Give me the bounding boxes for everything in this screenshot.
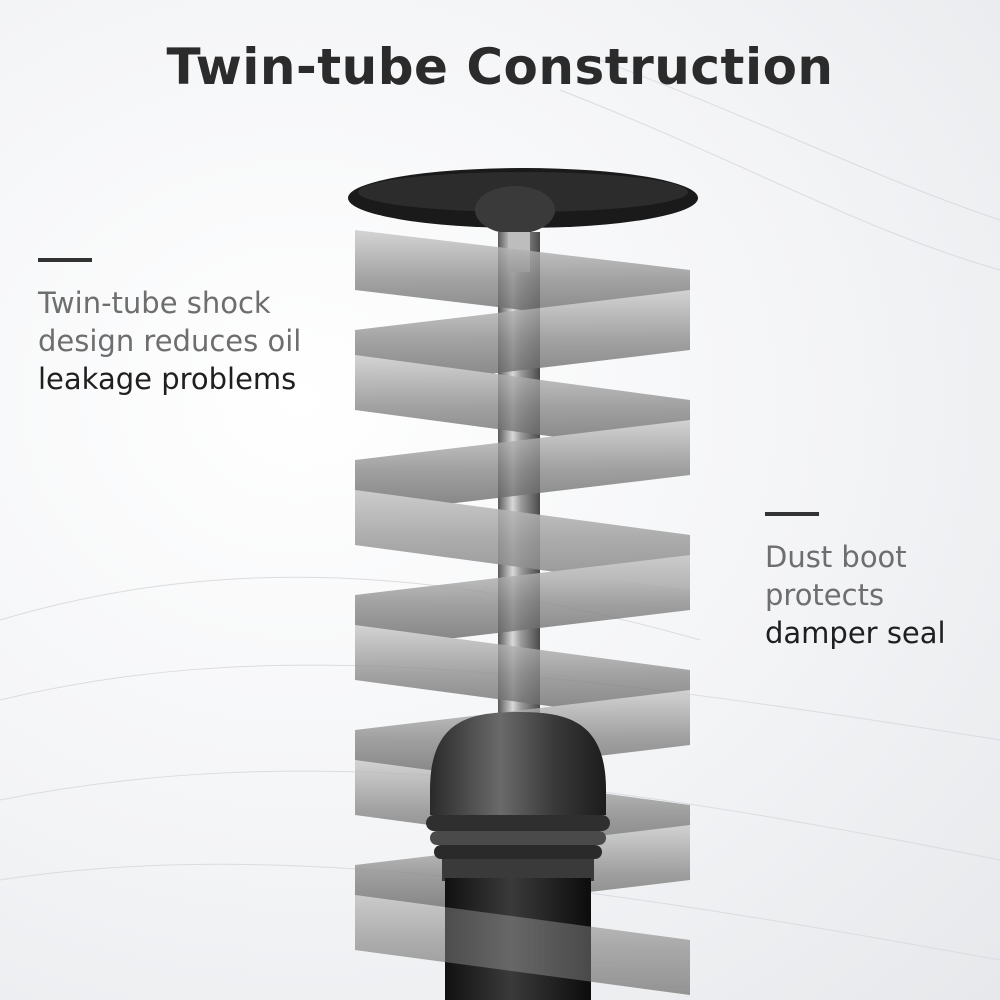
callout-text-line: leakage problems [38, 362, 297, 396]
callout-twin-tube: Twin-tube shock design reduces oil leaka… [38, 258, 301, 398]
callout-rule [38, 258, 92, 262]
callout-text-line: Dust boot [765, 540, 907, 574]
shock-body-tube [445, 878, 591, 1000]
callout-text-line: design reduces oil [38, 324, 302, 358]
page-title: Twin-tube Construction [166, 38, 834, 96]
callout-rule [765, 512, 819, 516]
callout-text-line: damper seal [765, 616, 946, 650]
top-mount-bushing [475, 186, 555, 234]
callout-dust-boot: Dust boot protects damper seal [765, 512, 946, 652]
callout-text-line: Twin-tube shock [38, 286, 271, 320]
callout-text-line: protects [765, 578, 885, 612]
dust-boot [426, 712, 610, 881]
